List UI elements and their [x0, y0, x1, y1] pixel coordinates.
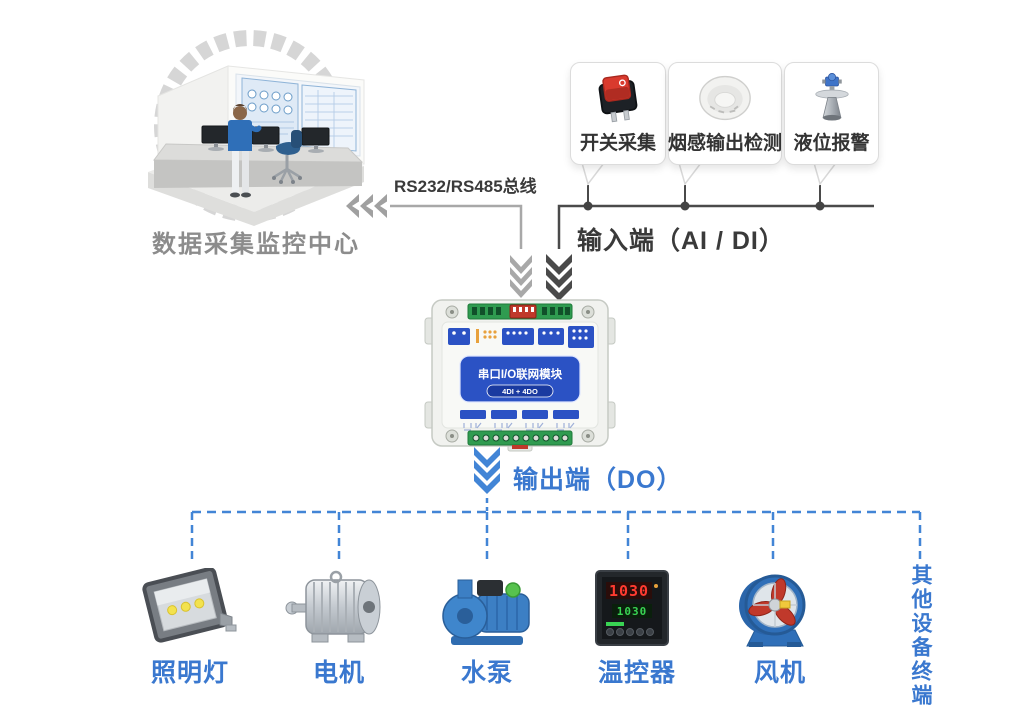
console-desk-front	[154, 160, 362, 188]
screw-icon	[445, 305, 595, 443]
output-connector-line	[190, 447, 922, 561]
bus-label: RS232/RS485总线	[394, 177, 537, 196]
output-label: 输出端（DO）	[513, 466, 683, 494]
level-sensor-icon	[814, 73, 849, 121]
sensor-card-level: 液位报警	[784, 62, 879, 165]
output-down-arrow-icon	[474, 473, 500, 494]
junction-dot	[680, 201, 690, 211]
device-label-thermostat: 温控器	[597, 659, 676, 687]
device-label-motor: 电机	[312, 659, 365, 687]
floodlight-icon	[142, 568, 237, 643]
device-label-fan: 风机	[753, 659, 806, 687]
input-label: 输入端（AI / DI）	[577, 227, 785, 255]
thermostat-icon: 1030 1030	[595, 570, 669, 646]
led-indicator-row	[448, 326, 594, 348]
io-module-device: 串口I/O联网模块 4DI + 4DO	[424, 299, 616, 452]
pump-icon	[442, 579, 530, 645]
smoke-detector-icon	[699, 75, 751, 121]
sensor-card-switch: 开关采集	[570, 62, 666, 165]
input-connector-line	[546, 185, 874, 301]
control-center-illustration	[148, 30, 365, 226]
room-floor	[148, 166, 364, 226]
do-channel-row	[460, 410, 579, 431]
bus-connector-line	[346, 194, 532, 298]
fan-icon	[739, 574, 806, 647]
motor-icon	[285, 570, 381, 643]
bus-down-arrow-icon	[510, 267, 532, 286]
bus-down-arrow-icon	[510, 255, 532, 274]
junction-dot	[815, 201, 825, 211]
module-name-panel: 串口I/O联网模块 4DI + 4DO	[459, 355, 581, 403]
office-chair-icon	[272, 130, 302, 184]
bus-left-arrow-icon	[346, 194, 359, 218]
bus-left-arrow-icon	[374, 194, 387, 218]
output-down-arrow-icon	[474, 460, 500, 481]
sensor-label: 液位报警	[793, 133, 870, 154]
sensor-box-tails	[581, 162, 838, 186]
input-down-arrow-icon	[546, 267, 572, 288]
top-terminal-strip	[467, 303, 573, 320]
control-center-caption: 数据采集监控中心	[152, 231, 360, 258]
input-down-arrow-icon	[546, 254, 572, 275]
operator-person	[228, 104, 262, 198]
module-badge: 4DI + 4DO	[502, 387, 538, 396]
sensor-label: 烟感输出检测	[668, 133, 783, 154]
junction-dot	[583, 201, 593, 211]
desk-monitor-icon	[201, 125, 230, 151]
bus-left-arrow-icon	[360, 194, 373, 218]
sensor-label: 开关采集	[579, 133, 656, 154]
output-down-arrow-icon	[474, 447, 500, 468]
rocker-switch-icon	[598, 74, 638, 123]
bottom-terminal-strip	[467, 430, 573, 449]
sensor-card-smoke: 烟感输出检测	[668, 62, 782, 165]
other-terminal-label: 其他设备终端	[909, 564, 932, 708]
thermostat-display-top: 1030	[609, 582, 649, 600]
dip-switch-icon	[509, 304, 537, 319]
device-label-floodlight: 照明灯	[150, 659, 229, 687]
input-down-arrow-icon	[546, 280, 572, 301]
desk-monitor-icon	[301, 127, 330, 153]
device-label-pump: 水泵	[460, 659, 513, 687]
thermostat-display-bottom: 1030	[617, 605, 648, 618]
bus-down-arrow-icon	[510, 279, 532, 298]
module-title: 串口I/O联网模块	[478, 367, 563, 381]
